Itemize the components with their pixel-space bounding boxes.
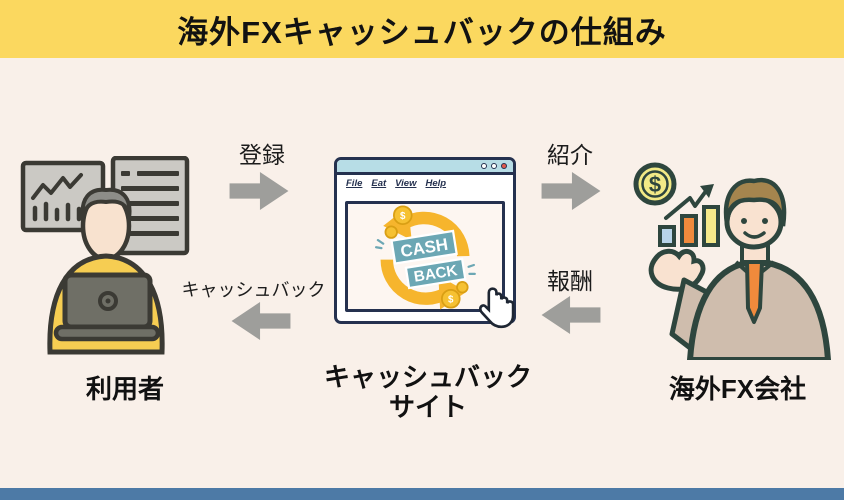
- svg-text:$: $: [649, 172, 661, 197]
- arrow-right-icon: [229, 172, 289, 210]
- cashback-site-window: File Eat View Help $ $: [334, 157, 516, 329]
- browser-titlebar: [337, 160, 513, 175]
- user-illustration: [18, 155, 193, 356]
- window-close-dot-icon: [501, 163, 507, 169]
- growth-chart-icon: [658, 184, 720, 247]
- reward-label: 報酬: [547, 268, 593, 294]
- site-label: キャッシュバック サイト: [314, 362, 542, 422]
- title-banner: 海外FXキャッシュバックの仕組み: [0, 0, 844, 58]
- person-at-laptop-icon: [20, 155, 190, 355]
- company-illustration: $: [626, 150, 832, 363]
- site-label-line2: サイト: [388, 392, 467, 422]
- logo-back-text: BACK: [413, 262, 459, 286]
- menu-edit: Eat: [371, 178, 387, 189]
- register-label: 登録: [239, 142, 285, 168]
- svg-text:$: $: [448, 294, 454, 305]
- site-label-line1: キャッシュバック: [323, 362, 532, 392]
- company-label: 海外FX会社: [668, 374, 807, 404]
- arrow-right-icon: [541, 172, 601, 210]
- dollar-coin-icon: $: [633, 162, 677, 206]
- footer-accent-bar: [0, 488, 844, 500]
- menu-view: View: [395, 178, 417, 189]
- tie-icon: [745, 260, 764, 324]
- browser-content: $ $ CASH BACK: [345, 201, 505, 312]
- coin-icon: $ $: [384, 204, 469, 309]
- window-dot-icon: [481, 163, 487, 169]
- businessman-icon: $: [633, 162, 832, 363]
- hair-icon: [723, 177, 787, 227]
- arrow-left-icon: [541, 296, 601, 334]
- arrow-left-icon: [231, 302, 291, 340]
- menu-help: Help: [425, 178, 447, 189]
- user-person-icon: [47, 187, 165, 355]
- cashback-label: キャッシュバック: [181, 280, 326, 300]
- svg-text:$: $: [400, 210, 406, 221]
- hand-cursor-icon: [478, 287, 515, 329]
- document-panel-icon: [110, 155, 190, 256]
- page-title: 海外FXキャッシュバックの仕組み: [177, 14, 667, 50]
- cashback-logo-icon: $ $ CASH BACK: [375, 204, 476, 309]
- window-dot-icon: [491, 163, 497, 169]
- browser-menubar: File Eat View Help: [337, 175, 513, 192]
- menu-file: File: [346, 178, 363, 189]
- raised-hand-icon: [648, 248, 706, 292]
- user-label: 利用者: [85, 374, 164, 404]
- referral-label: 紹介: [547, 142, 593, 168]
